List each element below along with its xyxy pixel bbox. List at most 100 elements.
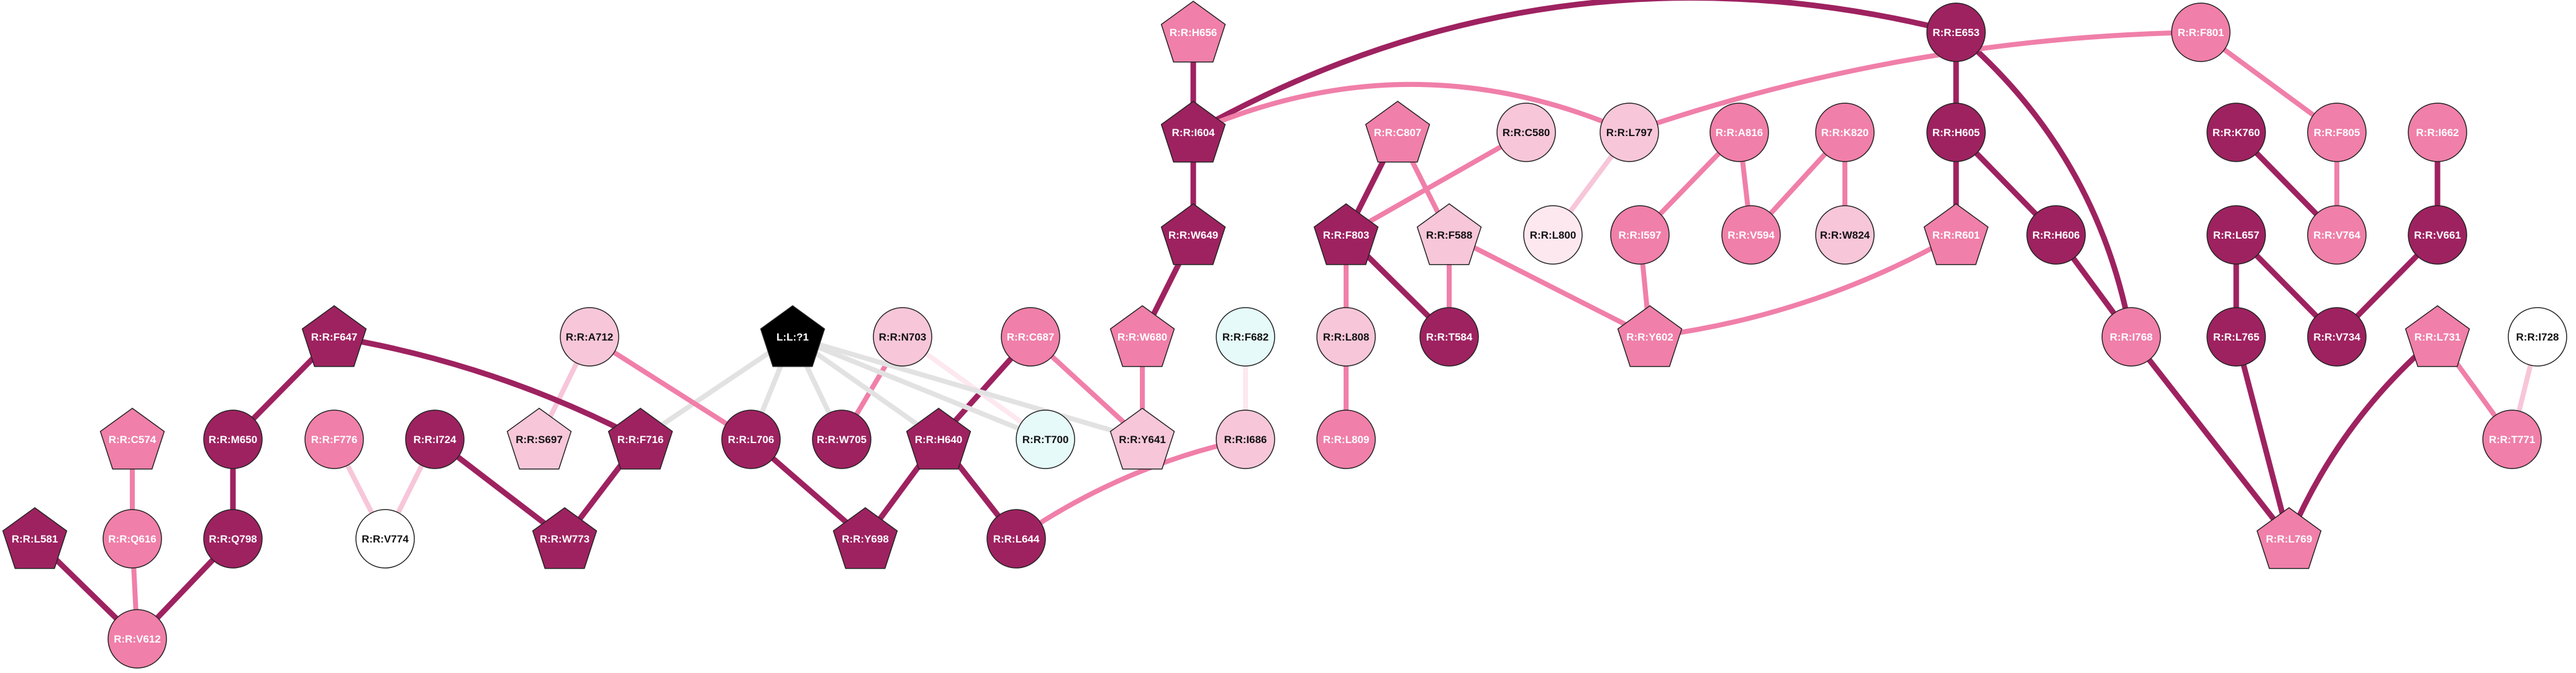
node-l581-label: R:R:L581 xyxy=(12,533,58,545)
node-f801[interactable]: R:R:F801 xyxy=(2171,2,2231,62)
node-f803-label: R:R:F803 xyxy=(1323,229,1370,241)
node-k760-shape xyxy=(2206,103,2266,162)
node-v734[interactable]: R:R:V734 xyxy=(2307,307,2367,367)
node-q798[interactable]: R:R:Q798 xyxy=(203,509,263,569)
node-l731[interactable]: R:R:L731 xyxy=(2405,305,2470,367)
node-f716-label: R:R:F716 xyxy=(617,434,664,446)
node-e653-label: R:R:E653 xyxy=(1932,27,1980,39)
node-q616[interactable]: R:R:Q616 xyxy=(102,509,162,569)
node-l706-label: R:R:L706 xyxy=(728,434,775,446)
node-a712-shape xyxy=(560,307,619,367)
node-v661-shape xyxy=(2408,205,2467,265)
node-i724[interactable]: R:R:I724 xyxy=(405,410,465,469)
node-c807-shape xyxy=(1365,101,1431,163)
node-n703-label: R:R:N703 xyxy=(879,331,927,343)
node-l657[interactable]: R:R:L657 xyxy=(2206,205,2266,265)
node-l581[interactable]: R:R:L581 xyxy=(2,507,68,569)
node-t584-label: R:R:T584 xyxy=(1426,331,1473,343)
node-c574[interactable]: R:R:C574 xyxy=(99,408,165,470)
node-l706[interactable]: R:R:L706 xyxy=(721,410,781,469)
node-v612[interactable]: R:R:V612 xyxy=(107,609,167,669)
node-c687[interactable]: R:R:C687 xyxy=(1001,307,1060,367)
node-e653[interactable]: R:R:E653 xyxy=(1926,2,1986,62)
node-i686-label: R:R:I686 xyxy=(1224,434,1267,446)
edge-lig-y641 xyxy=(790,334,1145,442)
node-l765[interactable]: R:R:L765 xyxy=(2206,307,2266,367)
node-r601[interactable]: R:R:R601 xyxy=(1923,203,1989,265)
edge-a712-l706 xyxy=(587,334,753,442)
node-f716-shape xyxy=(608,408,673,470)
node-y698[interactable]: R:R:Y698 xyxy=(832,507,898,569)
node-m650[interactable]: R:R:M650 xyxy=(203,410,263,469)
node-v594[interactable]: R:R:V594 xyxy=(1721,205,1781,265)
node-h656[interactable]: R:R:H656 xyxy=(1160,1,1226,63)
node-e653-shape xyxy=(1926,2,1986,62)
node-i728-shape xyxy=(2508,307,2567,367)
node-y641-shape xyxy=(1109,408,1175,470)
node-t771-shape xyxy=(2482,410,2542,469)
node-c807-label: R:R:C807 xyxy=(1374,127,1422,139)
node-v661[interactable]: R:R:V661 xyxy=(2408,205,2467,265)
node-f588[interactable]: R:R:F588 xyxy=(1416,203,1482,265)
edge-f647-f716 xyxy=(331,334,644,442)
node-v612-label: R:R:V612 xyxy=(114,633,161,645)
node-k760-label: R:R:K760 xyxy=(2213,127,2260,139)
node-c580[interactable]: R:R:C580 xyxy=(1496,103,1556,162)
node-t700-shape xyxy=(1016,410,1075,469)
node-h606[interactable]: R:R:H606 xyxy=(2026,205,2086,265)
node-h640[interactable]: R:R:H640 xyxy=(906,408,972,470)
node-t584[interactable]: R:R:T584 xyxy=(1419,307,1479,367)
node-f803-shape xyxy=(1313,203,1379,265)
node-i597[interactable]: R:R:I597 xyxy=(1610,205,1670,265)
node-y641[interactable]: R:R:Y641 xyxy=(1109,408,1175,470)
node-l797[interactable]: R:R:L797 xyxy=(1600,103,1659,162)
node-f805[interactable]: R:R:F805 xyxy=(2307,103,2367,162)
node-h605[interactable]: R:R:H605 xyxy=(1926,103,1986,162)
node-a712[interactable]: R:R:A712 xyxy=(560,307,619,367)
node-f682[interactable]: R:R:F682 xyxy=(1216,307,1275,367)
node-w705[interactable]: R:R:W705 xyxy=(812,410,872,469)
node-a816-shape xyxy=(1709,103,1769,162)
node-w773[interactable]: R:R:W773 xyxy=(532,507,598,569)
node-k760[interactable]: R:R:K760 xyxy=(2206,103,2266,162)
node-w824-label: R:R:W824 xyxy=(1820,229,1870,241)
node-i686[interactable]: R:R:I686 xyxy=(1216,410,1275,469)
node-y602[interactable]: R:R:Y602 xyxy=(1617,305,1683,367)
node-i604-label: R:R:I604 xyxy=(1172,127,1216,139)
node-t700[interactable]: R:R:T700 xyxy=(1016,410,1075,469)
node-f647[interactable]: R:R:F647 xyxy=(301,305,367,367)
node-y602-label: R:R:Y602 xyxy=(1626,331,1673,343)
node-w824[interactable]: R:R:W824 xyxy=(1815,205,1875,265)
node-l808[interactable]: R:R:L808 xyxy=(1316,307,1376,367)
edge-i604-e653 xyxy=(1190,0,1959,135)
node-n703[interactable]: R:R:N703 xyxy=(873,307,932,367)
node-k820[interactable]: R:R:K820 xyxy=(1815,103,1875,162)
node-l800[interactable]: R:R:L800 xyxy=(1523,205,1583,265)
node-l809[interactable]: R:R:L809 xyxy=(1316,410,1376,469)
node-i597-shape xyxy=(1610,205,1670,265)
node-l769-label: R:R:L769 xyxy=(2266,533,2313,545)
node-w680[interactable]: R:R:W680 xyxy=(1109,305,1175,367)
node-f716[interactable]: R:R:F716 xyxy=(608,408,673,470)
node-l769[interactable]: R:R:L769 xyxy=(2256,507,2322,569)
node-c687-label: R:R:C687 xyxy=(1007,331,1055,343)
node-l644[interactable]: R:R:L644 xyxy=(986,509,1046,569)
edge-c580-f803 xyxy=(1344,130,1529,237)
node-c807[interactable]: R:R:C807 xyxy=(1365,101,1431,163)
node-a816[interactable]: R:R:A816 xyxy=(1709,103,1769,162)
node-v774[interactable]: R:R:V774 xyxy=(355,509,415,569)
node-w649[interactable]: R:R:W649 xyxy=(1160,203,1226,265)
node-c580-label: R:R:C580 xyxy=(1503,127,1550,139)
node-f803[interactable]: R:R:F803 xyxy=(1313,203,1379,265)
node-i662[interactable]: R:R:I662 xyxy=(2408,103,2467,162)
node-i604[interactable]: R:R:I604 xyxy=(1160,101,1226,163)
node-s697[interactable]: R:R:S697 xyxy=(506,408,572,470)
edge-lig-f716 xyxy=(638,334,795,442)
node-i768[interactable]: R:R:I768 xyxy=(2101,307,2161,367)
node-lig[interactable]: L:L:?1 xyxy=(760,305,826,367)
node-i728[interactable]: R:R:I728 xyxy=(2508,307,2567,367)
node-t771[interactable]: R:R:T771 xyxy=(2482,410,2542,469)
node-v764[interactable]: R:R:V764 xyxy=(2307,205,2367,265)
node-f776[interactable]: R:R:F776 xyxy=(304,410,364,469)
